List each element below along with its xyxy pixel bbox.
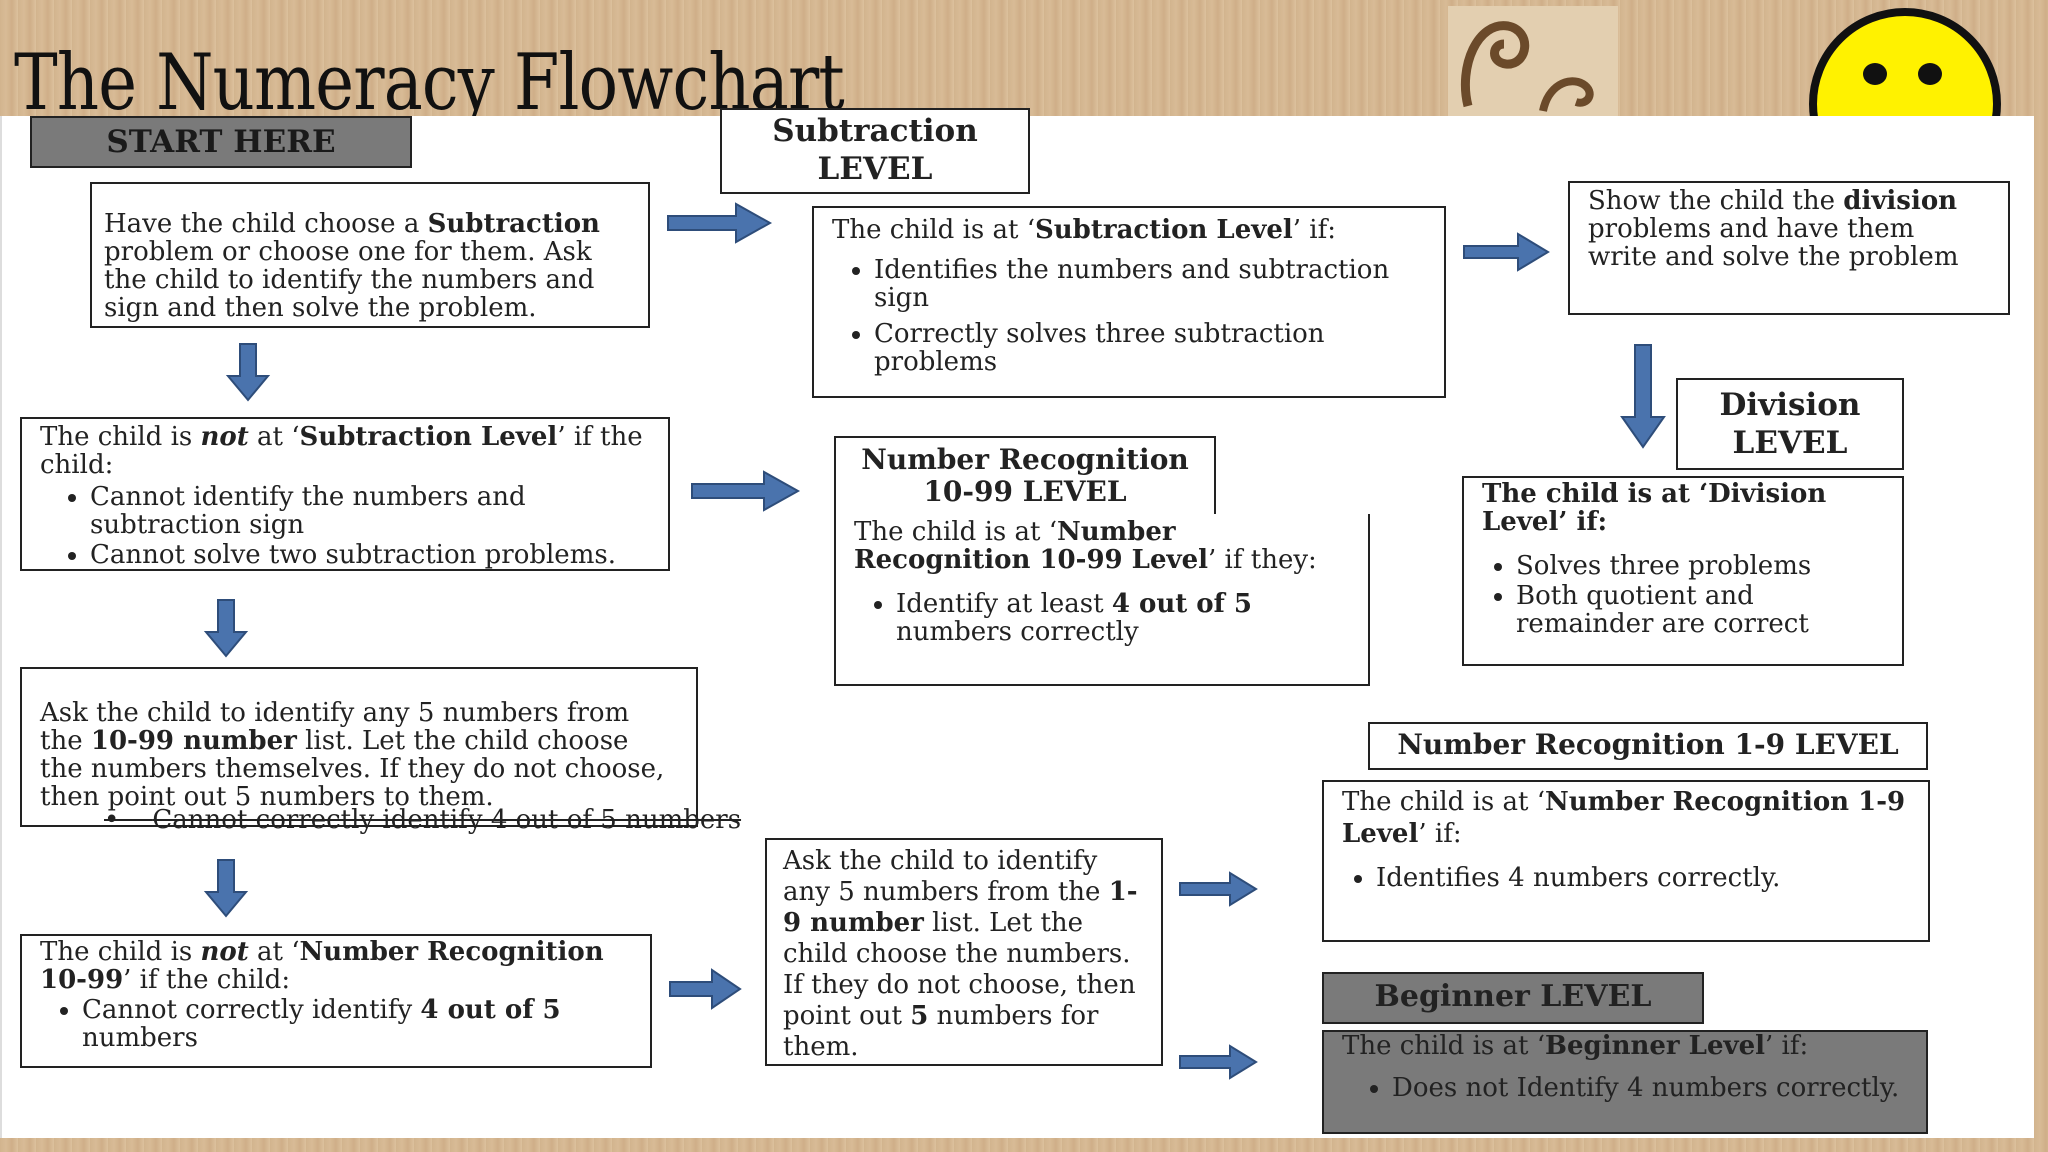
arrow-right-icon [1179, 1044, 1258, 1080]
swirl-decoration [1448, 6, 1618, 116]
division-level-header: Division LEVEL [1676, 378, 1904, 470]
subtraction-criteria-list: Identifies the numbers and subtraction s… [832, 256, 1426, 376]
arrow-right-icon [669, 968, 742, 1010]
list-item: Identifies 4 numbers correctly. [1376, 862, 1910, 894]
division-instruction-box: Show the child the division problems and… [1568, 181, 2010, 315]
arrow-down-icon [1620, 344, 1666, 449]
nr-10-99-header: Number Recognition 10-99 LEVEL [834, 436, 1216, 516]
list-item: Cannot correctly identify 4 out of 5 num… [82, 996, 632, 1052]
list-item: Solves three problems [1516, 552, 1884, 580]
ask-10-99-box: Ask the child to identify any 5 numbers … [20, 667, 698, 827]
ask-10-99-bullet: • Cannot correctly identify 4 out of 5 n… [104, 805, 742, 835]
arrow-right-icon [1179, 871, 1258, 907]
arrow-down-icon [203, 859, 249, 918]
beginner-criteria-box: The child is at ‘Beginner Level’ if: Doe… [1322, 1030, 1928, 1134]
division-criteria-box: The child is at ‘Division Level’ if: Sol… [1462, 476, 1904, 666]
arrow-right-icon [667, 202, 773, 244]
not-nr-10-99-intro: The child is not at ‘Number Recognition … [40, 937, 604, 995]
subtraction-intro: The child is at ‘Subtraction Level’ if: [832, 215, 1337, 245]
start-here-header: START HERE [30, 116, 412, 168]
arrow-down-icon [225, 343, 271, 402]
list-item: Identifies the numbers and subtraction s… [874, 256, 1426, 312]
not-subtraction-list: Cannot identify the numbers and subtract… [40, 483, 650, 569]
not-subtraction-box: The child is not at ‘Subtraction Level’ … [20, 417, 670, 571]
subtraction-level-header: Subtraction LEVEL [720, 108, 1030, 194]
division-intro: The child is at ‘Division Level’ if: [1482, 479, 1827, 537]
nr-10-99-intro: The child is at ‘Number Recognition 10-9… [854, 517, 1317, 575]
not-nr-10-99-box: The child is not at ‘Number Recognition … [20, 934, 652, 1068]
nr-1-9-intro: The child is at ‘Number Recognition 1-9 … [1342, 787, 1906, 849]
smiley-face-icon [1809, 8, 2001, 119]
choose-subtraction-box: Have the child choose a Subtraction prob… [90, 182, 650, 328]
not-subtraction-intro: The child is not at ‘Subtraction Level’ … [40, 422, 643, 480]
list-item: Both quotient and remainder are correct [1516, 582, 1884, 638]
arrow-right-icon [1463, 232, 1550, 272]
nr-10-99-criteria-box: The child is at ‘Number Recognition 10-9… [834, 514, 1370, 686]
beginner-list: Does not Identify 4 numbers correctly. [1342, 1074, 1908, 1102]
arrow-down-icon [203, 599, 249, 658]
list-item: Identify at least 4 out of 5 numbers cor… [896, 590, 1350, 646]
ask-1-9-box: Ask the child to identify any 5 numbers … [765, 838, 1163, 1066]
subtraction-criteria-box: The child is at ‘Subtraction Level’ if: … [812, 206, 1446, 398]
list-item: Cannot identify the numbers and subtract… [90, 483, 650, 539]
nr-1-9-list: Identifies 4 numbers correctly. [1342, 862, 1910, 894]
nr-1-9-header: Number Recognition 1-9 LEVEL [1368, 722, 1928, 770]
list-item: Cannot solve two subtraction problems. [90, 541, 650, 569]
list-item: Does not Identify 4 numbers correctly. [1392, 1074, 1908, 1102]
not-nr-10-99-list: Cannot correctly identify 4 out of 5 num… [40, 996, 632, 1052]
beginner-level-header: Beginner LEVEL [1322, 972, 1704, 1024]
beginner-intro: The child is at ‘Beginner Level’ if: [1342, 1031, 1809, 1061]
division-criteria-list: Solves three problems Both quotient and … [1482, 552, 1884, 638]
slide-title: The Numeracy Flowchart [14, 38, 845, 128]
nr-10-99-list: Identify at least 4 out of 5 numbers cor… [854, 590, 1350, 646]
list-item: Correctly solves three subtraction probl… [874, 320, 1426, 376]
arrow-right-icon [691, 470, 801, 512]
nr-1-9-criteria-box: The child is at ‘Number Recognition 1-9 … [1322, 780, 1930, 942]
